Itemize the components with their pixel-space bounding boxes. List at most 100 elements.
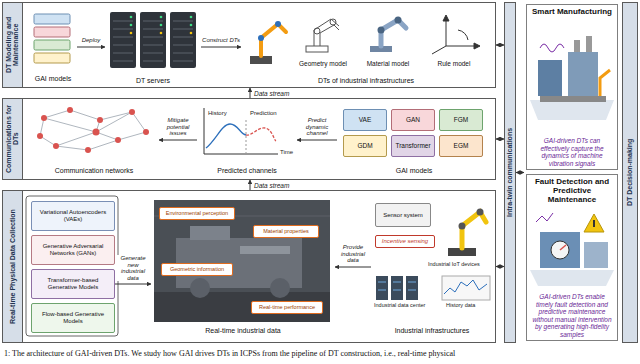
- rule-axes-part: [474, 43, 480, 49]
- network-graph-part: [132, 112, 146, 132]
- geometry-wireframe-part: [330, 19, 336, 25]
- edge-label: Provide industrial data: [336, 244, 370, 264]
- rule-axes-part: [432, 46, 446, 54]
- edge-label: Data stream: [254, 90, 289, 97]
- figure-label: History data: [446, 302, 475, 308]
- server-racks-part: [110, 12, 136, 68]
- chip-label: Real-time performance: [254, 304, 320, 310]
- network-graph-part: [37, 107, 149, 153]
- model-chip: GDM: [343, 135, 387, 157]
- robot-arm-part: [258, 35, 264, 41]
- model-chip: EGM: [439, 135, 483, 157]
- edge-label: Generate new industrial data: [116, 255, 150, 281]
- node-title: Communication networks: [29, 167, 159, 175]
- band-heading: DT Modeling and Maintenance: [5, 6, 20, 84]
- side-band: Communications for DTs: [3, 99, 23, 179]
- factory-photo-part: [190, 226, 230, 240]
- material-model-part: [395, 17, 402, 24]
- node-title: Rule model: [423, 60, 485, 67]
- node-title: Geometry model: [293, 60, 353, 67]
- iot-robot-part: [462, 212, 486, 248]
- use-case-panel: Smart ManufacturingGAI-driven DTs can ef…: [526, 4, 618, 170]
- geometry-wireframe-part: [306, 46, 328, 52]
- data-center-part: [376, 276, 388, 300]
- material-model-part: [378, 27, 385, 34]
- data-center-part: [378, 290, 416, 291]
- twin-box: DTs of industrial infrastructures Geometr…: [241, 7, 491, 87]
- network-graph-part-part: [115, 137, 121, 143]
- node-title: DTs of industrial infrastructures: [241, 77, 491, 85]
- node-title: Material model: [357, 60, 419, 67]
- material-model-part: [381, 20, 406, 46]
- node-title: GAI models: [29, 75, 77, 83]
- robot-arm: [250, 21, 286, 64]
- factory-photo-part: [240, 246, 290, 254]
- data-center-part: [391, 276, 403, 300]
- panel-title: Fault Detection and Predictive Maintenan…: [530, 177, 614, 205]
- channel-chart-part: [204, 108, 205, 154]
- network-graph-part-part: [143, 129, 149, 135]
- sensing-tag: Incentive sensing: [375, 235, 435, 248]
- network-graph-part: [118, 132, 146, 140]
- maintenance-scene-part: [530, 270, 614, 286]
- geometry-wireframe-part: [314, 28, 320, 34]
- network-graph-part-part: [97, 117, 103, 123]
- maintenance-scene-part: [540, 232, 580, 268]
- factory-photo-part: [154, 292, 330, 322]
- geometry-wireframe: [306, 19, 339, 52]
- server-racks-part: [140, 12, 166, 68]
- network-graph-part: [70, 110, 100, 120]
- chip-label: Transformer: [394, 142, 432, 149]
- history-chart-part: [442, 276, 490, 300]
- history-chart: [442, 276, 490, 300]
- maintenance-scene-part: [584, 242, 608, 268]
- network-graph-part: [56, 132, 96, 146]
- factory-scene-part: [540, 44, 564, 52]
- panel-body: GAI-driven DTs enable timely fault detec…: [530, 293, 614, 338]
- model-card: Material model: [357, 13, 419, 69]
- figure-label: History: [208, 110, 227, 117]
- model-icon-part: [34, 27, 70, 37]
- callout: Real-time performance: [251, 301, 323, 314]
- node-title: DT servers: [105, 77, 201, 85]
- chip-label: Sensor system: [378, 212, 428, 219]
- server-racks-part: [170, 12, 196, 68]
- layer-panel: Communications for DTsCommunication netw…: [2, 98, 496, 180]
- chip-label: Geometric information: [164, 266, 230, 272]
- network-graph-part-part: [37, 133, 43, 139]
- callout: Geometric information: [161, 263, 233, 276]
- model-chip: FGM: [439, 109, 483, 131]
- data-center-part: [406, 276, 418, 300]
- chip-label: GDM: [346, 142, 384, 149]
- connector: [159, 140, 197, 141]
- rule-axes-part: [446, 19, 447, 46]
- model-box: GAI models: [29, 9, 77, 85]
- network-graph-part: [96, 112, 132, 132]
- model-box: GAI modelsVAEGANFGMGDMTransformerEGM: [337, 103, 491, 177]
- chip-label: Variational Autoencoders (VAEs): [34, 209, 112, 222]
- network-graph-part-part: [53, 143, 59, 149]
- node-title: Predicted channels: [197, 167, 297, 175]
- channel-chart-part: [246, 120, 247, 154]
- layer-panel: DT Modeling and MaintenanceGAI models DT …: [2, 2, 496, 88]
- data-box: Real-time industrial dataEnvironmental p…: [151, 197, 335, 337]
- factory-scene-part: [540, 96, 606, 102]
- network-graph: [37, 107, 149, 153]
- model-item: Transformer-based Generative Models: [31, 269, 115, 299]
- connector: [297, 140, 337, 141]
- factory-scene-part: [530, 100, 614, 120]
- data-center-part: [378, 282, 416, 283]
- channel-chart: [204, 108, 278, 154]
- figure-label: Time: [280, 149, 293, 156]
- edge-label: Deploy: [78, 37, 104, 44]
- maintenance-scene-part: [593, 220, 595, 227]
- sensor-box: Sensor system: [375, 203, 431, 227]
- side-band: DT Decision-making: [622, 2, 638, 343]
- network-graph-part: [100, 112, 132, 120]
- figure-caption: 1: The architecture of GAI-driven DTs. W…: [4, 350, 455, 359]
- connector: [335, 267, 371, 268]
- iot-robot: [448, 209, 486, 257]
- model-item: Flow-based Generative Models: [31, 303, 115, 333]
- rule-axes-part: [446, 46, 476, 47]
